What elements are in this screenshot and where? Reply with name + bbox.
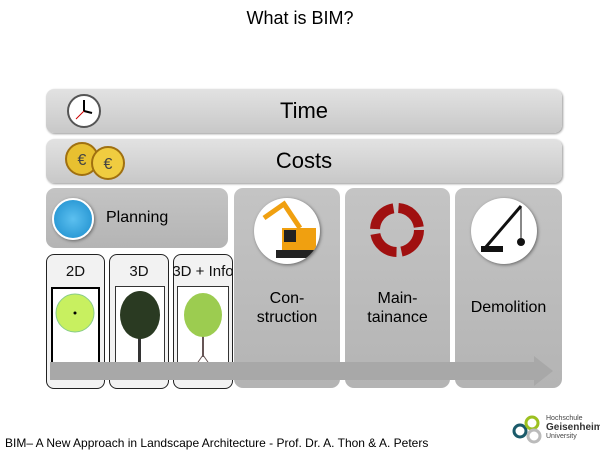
- timeline-arrow: [50, 356, 553, 386]
- subcard-label: 3D + Info: [172, 263, 234, 280]
- phase-label: Demolition: [470, 299, 547, 316]
- cycle-arrows-icon: [370, 203, 424, 257]
- 3d-info-tree-image: [177, 286, 229, 368]
- subcard-label: 2D: [65, 263, 86, 280]
- svg-text:€: €: [104, 156, 113, 173]
- phase-label-line1: Main-: [377, 290, 418, 307]
- costs-label: Costs: [275, 148, 333, 173]
- crane-icon: [471, 198, 537, 264]
- phase-label: Main-tainance: [345, 289, 450, 327]
- phase-label: Con-struction: [234, 289, 340, 327]
- planning-label: Planning: [106, 209, 169, 226]
- logo-line1: Hochschule: [546, 415, 583, 422]
- svg-text:€: €: [78, 152, 87, 169]
- phase-label-line2: tainance: [367, 309, 428, 326]
- time-bar: Time: [46, 89, 562, 133]
- phase-construction: Con-struction: [234, 188, 340, 388]
- university-logo: Hochschule Geisenheim University: [512, 412, 600, 448]
- footer-text: BIM– A New Approach in Landscape Archite…: [5, 436, 429, 450]
- 3d-tree-image: [115, 286, 165, 368]
- excavator-icon: [254, 198, 320, 264]
- euro-coins-icon: €€: [65, 142, 125, 180]
- phase-label-line2: struction: [256, 309, 318, 326]
- clock-icon: [67, 94, 101, 128]
- logo-line3: University: [546, 433, 577, 440]
- 2d-plan-image: [51, 287, 100, 371]
- time-label: Time: [279, 98, 329, 123]
- logo-line2: Geisenheim: [546, 422, 600, 433]
- costs-bar: €€ Costs: [46, 139, 562, 183]
- planning-icon: [52, 198, 94, 240]
- phase-maintenance: Main-tainance: [345, 188, 450, 388]
- phase-label-line1: Con-: [269, 290, 305, 307]
- phase-demolition: Demolition: [455, 188, 562, 388]
- subcard-label: 3D: [129, 263, 149, 280]
- slide-title: What is BIM?: [246, 8, 354, 28]
- logo-hexagons-icon: [512, 415, 542, 444]
- planning-box: Planning: [46, 188, 228, 248]
